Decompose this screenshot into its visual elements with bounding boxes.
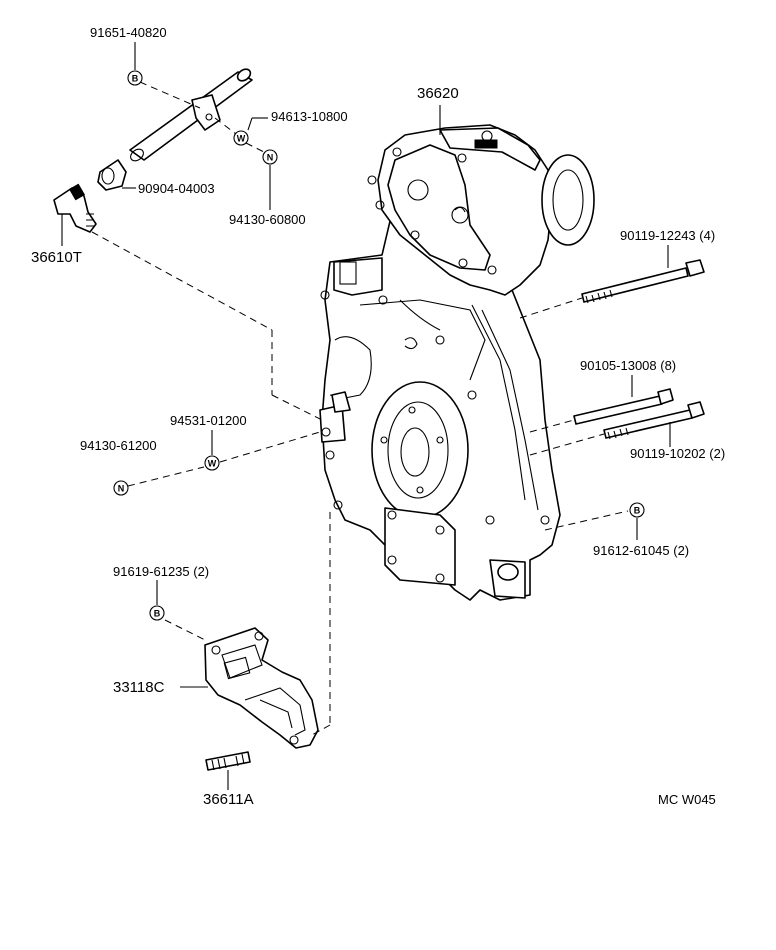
label-91651-40820: 91651-40820 (90, 25, 167, 40)
nut-symbol: N (267, 153, 274, 163)
label-91612-61045: 91612-61045 (2) (593, 543, 689, 558)
label-36611A: 36611A (203, 791, 254, 808)
label-90119-10202: 90119-10202 (2) (630, 446, 725, 461)
union-nut (97, 159, 127, 191)
washer-symbol: W (237, 134, 246, 144)
bolt-symbol: B (634, 506, 641, 516)
bolt-90119-10202 (603, 401, 705, 440)
symbol-b-91612: B (629, 502, 645, 518)
symbol-n-94130-61200: N (113, 480, 129, 496)
label-36620: 36620 (417, 85, 459, 102)
elbow-fitting (53, 183, 97, 233)
breather-pipe (129, 68, 253, 162)
nut-symbol: N (118, 484, 125, 494)
label-90904-04003: 90904-04003 (138, 181, 215, 196)
transfer-case-assembly (319, 124, 595, 601)
bolt-90119-12243 (581, 259, 705, 304)
label-94130-60800: 94130-60800 (229, 212, 306, 227)
bolt-90105-13008 (573, 388, 674, 425)
label-94531-01200: 94531-01200 (170, 413, 247, 428)
label-33118C: 33118C (113, 679, 165, 696)
symbol-b-91651: B (127, 70, 143, 86)
bolt-symbol: B (154, 609, 161, 619)
stud-bolt (205, 751, 251, 771)
leader-lines (61, 42, 671, 790)
label-91619-61235: 91619-61235 (2) (113, 564, 209, 579)
bolt-symbol: B (132, 74, 139, 84)
mount-bracket (204, 627, 319, 749)
symbol-w-94613: W (233, 130, 249, 146)
label-94613-10800: 94613-10800 (271, 109, 348, 124)
washer-symbol: W (208, 459, 217, 469)
symbol-b-91619: B (149, 605, 165, 621)
label-90105-13008: 90105-13008 (8) (580, 358, 676, 373)
symbol-n-94130-60800: N (262, 149, 278, 165)
label-36610T: 36610T (31, 249, 82, 266)
label-94130-61200: 94130-61200 (80, 438, 157, 453)
symbol-w-94531: W (204, 455, 220, 471)
label-90119-12243: 90119-12243 (4) (620, 228, 715, 243)
drawing-code: MC W045 (658, 792, 716, 807)
